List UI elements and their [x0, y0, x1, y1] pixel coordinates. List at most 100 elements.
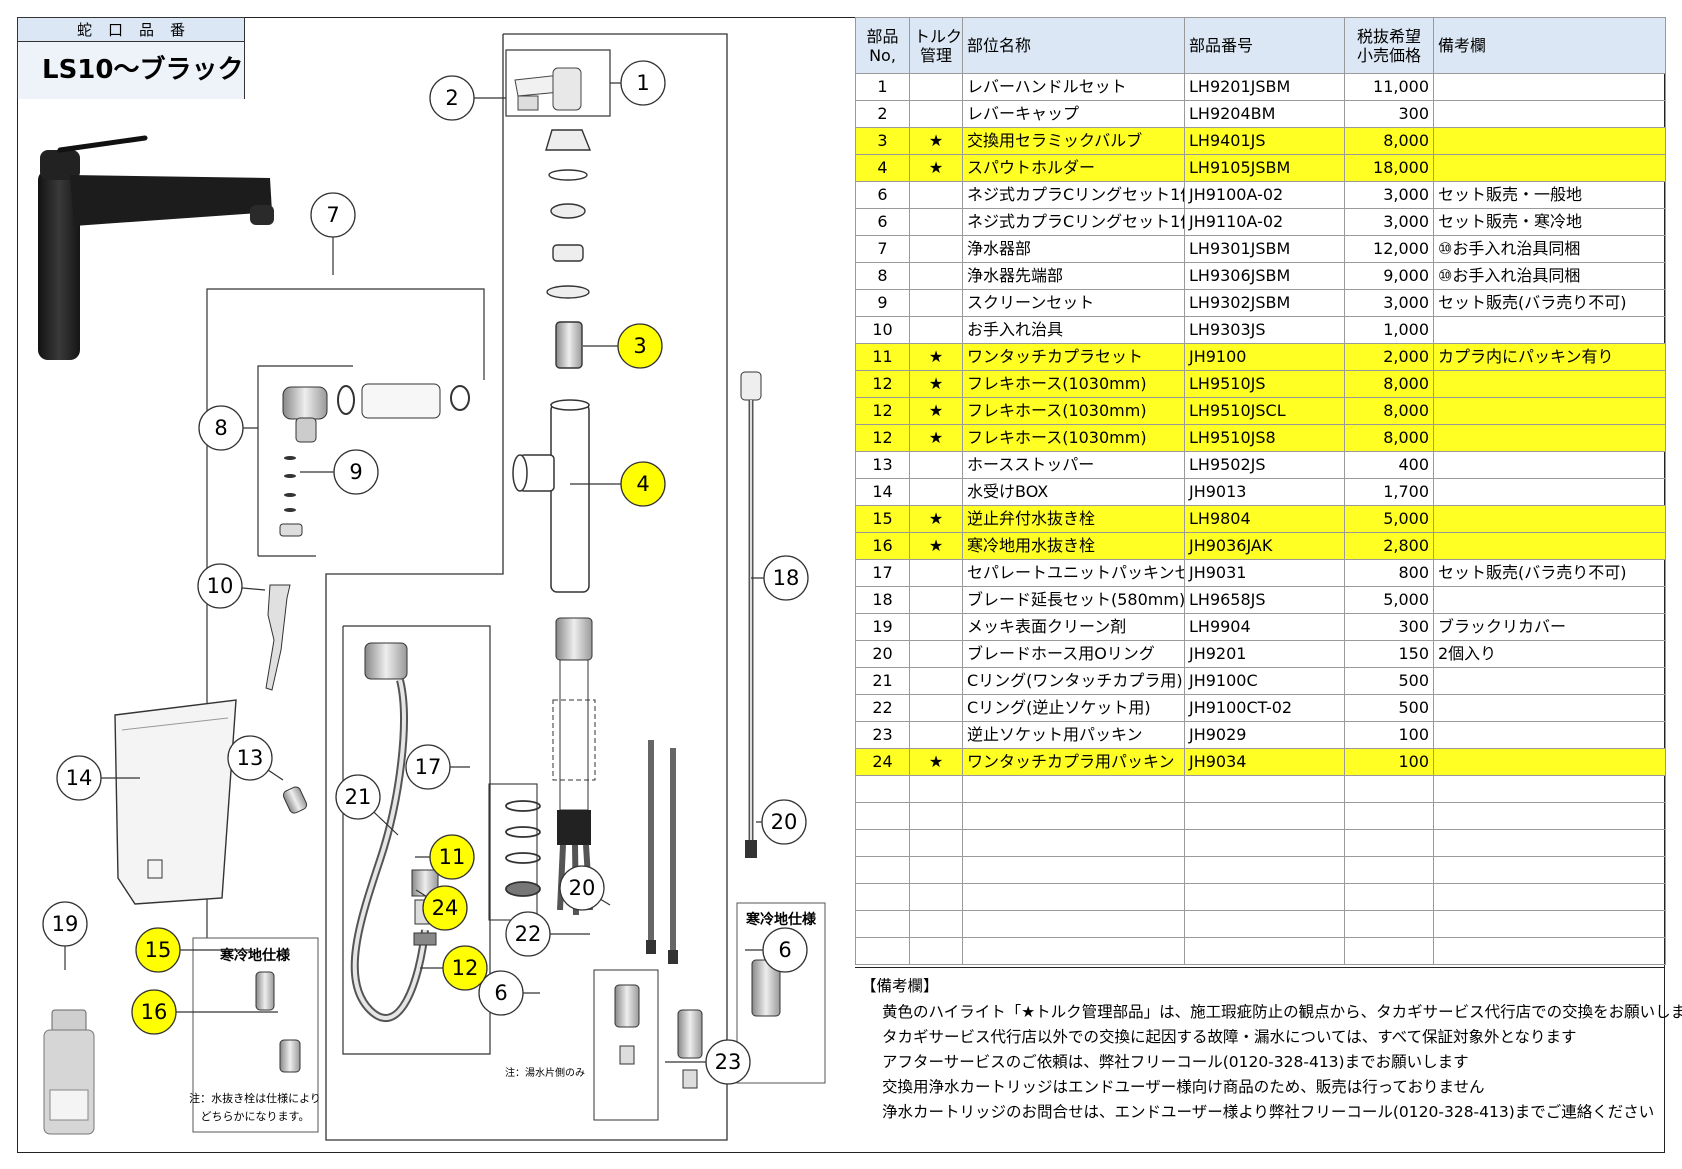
- cell-part-no: 12: [855, 370, 910, 398]
- empty-cell: [1184, 802, 1345, 830]
- header-torque: トルク管理: [909, 17, 963, 74]
- empty-cell: [855, 856, 910, 884]
- callout-circle: [762, 927, 808, 973]
- cell-torque: [909, 478, 963, 506]
- cell-torque: [909, 559, 963, 587]
- cell-part-number: JH9100C: [1184, 667, 1345, 695]
- callout-circle: [197, 563, 243, 609]
- callout-circle: [56, 755, 102, 801]
- cell-part-number: LH9105JSBM: [1184, 154, 1345, 182]
- cell-price: 11,000: [1344, 73, 1434, 101]
- cell-price: 800: [1344, 559, 1434, 587]
- cell-name: お手入れ治具: [962, 316, 1185, 344]
- lever-handle-part: [505, 49, 611, 117]
- callout-circle: [310, 192, 356, 238]
- cell-name: Cリング(ワンタッチカプラ用): [962, 667, 1185, 695]
- cell-torque: ★: [909, 748, 963, 776]
- empty-cell: [909, 775, 963, 803]
- callout-number: 18: [773, 566, 800, 590]
- cell-part-number: JH9100: [1184, 343, 1345, 371]
- cell-remarks: セット販売(バラ売り不可): [1433, 559, 1666, 587]
- empty-cell: [1433, 829, 1666, 857]
- empty-cell: [962, 856, 1185, 884]
- empty-cell: [1344, 883, 1434, 911]
- cell-name: 逆止ソケット用パッキン: [962, 721, 1185, 749]
- cell-price: 8,000: [1344, 127, 1434, 155]
- empty-table-row: [855, 775, 1666, 803]
- cell-part-number: LH9510JS: [1184, 370, 1345, 398]
- cell-part-no: 13: [855, 451, 910, 479]
- cell-part-no: 23: [855, 721, 910, 749]
- cell-price: 3,000: [1344, 208, 1434, 236]
- empty-cell: [1184, 937, 1345, 965]
- cell-remarks: ブラックリカバー: [1433, 613, 1666, 641]
- cell-part-number: LH9510JSCL: [1184, 397, 1345, 425]
- callout-number: 2: [445, 86, 458, 110]
- cell-part-no: 8: [855, 262, 910, 290]
- empty-cell: [962, 802, 1185, 830]
- cell-torque: [909, 100, 963, 128]
- callout-circle: [761, 799, 807, 845]
- empty-cell: [1433, 802, 1666, 830]
- empty-cell: [909, 829, 963, 857]
- cell-remarks: セット販売・一般地: [1433, 181, 1666, 209]
- cell-name: 寒冷地用水抜き栓: [962, 532, 1185, 560]
- cell-price: 2,800: [1344, 532, 1434, 560]
- cell-remarks: [1433, 532, 1666, 560]
- empty-cell: [855, 802, 910, 830]
- cell-torque: ★: [909, 343, 963, 371]
- cell-torque: ★: [909, 532, 963, 560]
- callout-number: 8: [214, 416, 227, 440]
- cell-part-no: 17: [855, 559, 910, 587]
- cell-name: フレキホース(1030mm): [962, 397, 1185, 425]
- cell-part-number: JH9034: [1184, 748, 1345, 776]
- empty-cell: [1433, 937, 1666, 965]
- callout-circle: [559, 865, 605, 911]
- callout-number: 15: [145, 938, 172, 962]
- cell-remarks: [1433, 478, 1666, 506]
- cell-part-no: 3: [855, 127, 910, 155]
- callout-circle: [505, 911, 551, 957]
- cell-part-number: LH9303JS: [1184, 316, 1345, 344]
- cell-part-no: 10: [855, 316, 910, 344]
- empty-table-row: [855, 802, 1666, 830]
- cold-region-label-right: 寒冷地仕様: [746, 911, 817, 928]
- callout-number: 24: [432, 896, 459, 920]
- empty-cell: [1344, 829, 1434, 857]
- cell-torque: [909, 613, 963, 641]
- cell-part-number: LH9301JSBM: [1184, 235, 1345, 263]
- cell-part-number: LH9804: [1184, 505, 1345, 533]
- callout-circle: [442, 945, 488, 991]
- cell-price: 12,000: [1344, 235, 1434, 263]
- clean-agent-bottle: [43, 1009, 95, 1135]
- cell-name: ブレードホース用Oリング: [962, 640, 1185, 668]
- cell-remarks: ⑩お手入れ治具同梱: [1433, 262, 1666, 290]
- empty-cell: [855, 829, 910, 857]
- cell-name: メッキ表面クリーン剤: [962, 613, 1185, 641]
- cell-part-no: 6: [855, 181, 910, 209]
- empty-cell: [855, 937, 910, 965]
- cell-price: 1,000: [1344, 316, 1434, 344]
- cell-remarks: [1433, 100, 1666, 128]
- empty-cell: [1433, 775, 1666, 803]
- empty-cell: [1184, 775, 1345, 803]
- empty-cell: [855, 883, 910, 911]
- empty-cell: [1344, 775, 1434, 803]
- cartridge-stack: [545, 129, 592, 369]
- drain-plugs: [255, 971, 301, 1073]
- callout-circle: [42, 901, 88, 947]
- cell-remarks: [1433, 586, 1666, 614]
- purifier-assembly: [206, 288, 485, 1035]
- cell-name: レバーハンドルセット: [962, 73, 1185, 101]
- note-line: タカギサービス代行店以外での交換に起因する故障・漏水については、すべて保証対象外…: [882, 1028, 1577, 1046]
- care-tool: [265, 584, 291, 691]
- cell-remarks: セット販売・寒冷地: [1433, 208, 1666, 236]
